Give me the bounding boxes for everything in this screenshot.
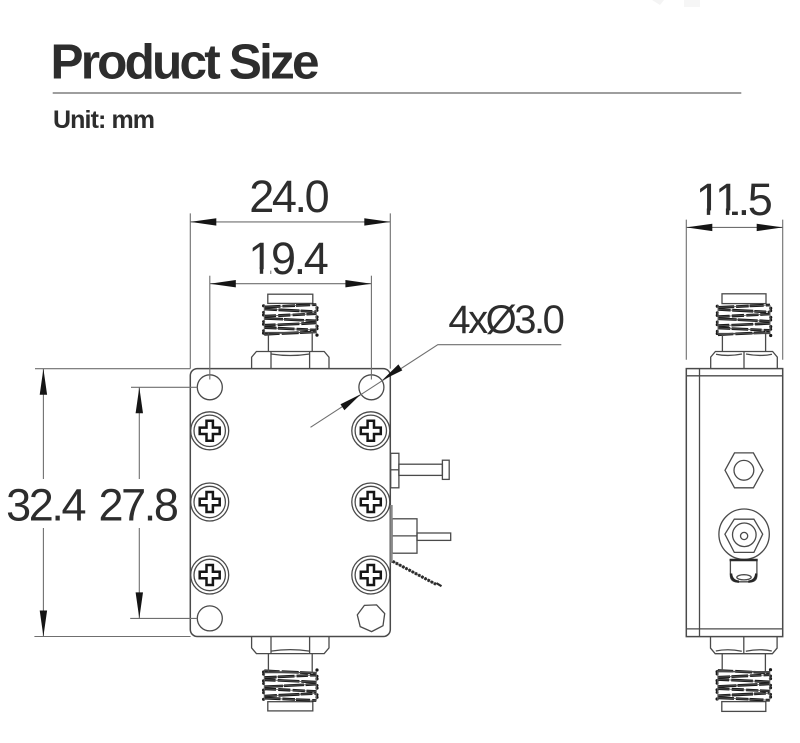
svg-text:24.0: 24.0 <box>249 171 328 222</box>
svg-text:19.4: 19.4 <box>248 233 327 284</box>
svg-text:11.5: 11.5 <box>696 174 772 225</box>
svg-text:Product Size: Product Size <box>51 34 318 89</box>
svg-text:32.4: 32.4 <box>6 479 85 530</box>
svg-text:27.8: 27.8 <box>99 479 178 530</box>
svg-text:4xØ3.0: 4xØ3.0 <box>448 298 563 342</box>
svg-text:Unit: mm: Unit: mm <box>53 106 154 134</box>
